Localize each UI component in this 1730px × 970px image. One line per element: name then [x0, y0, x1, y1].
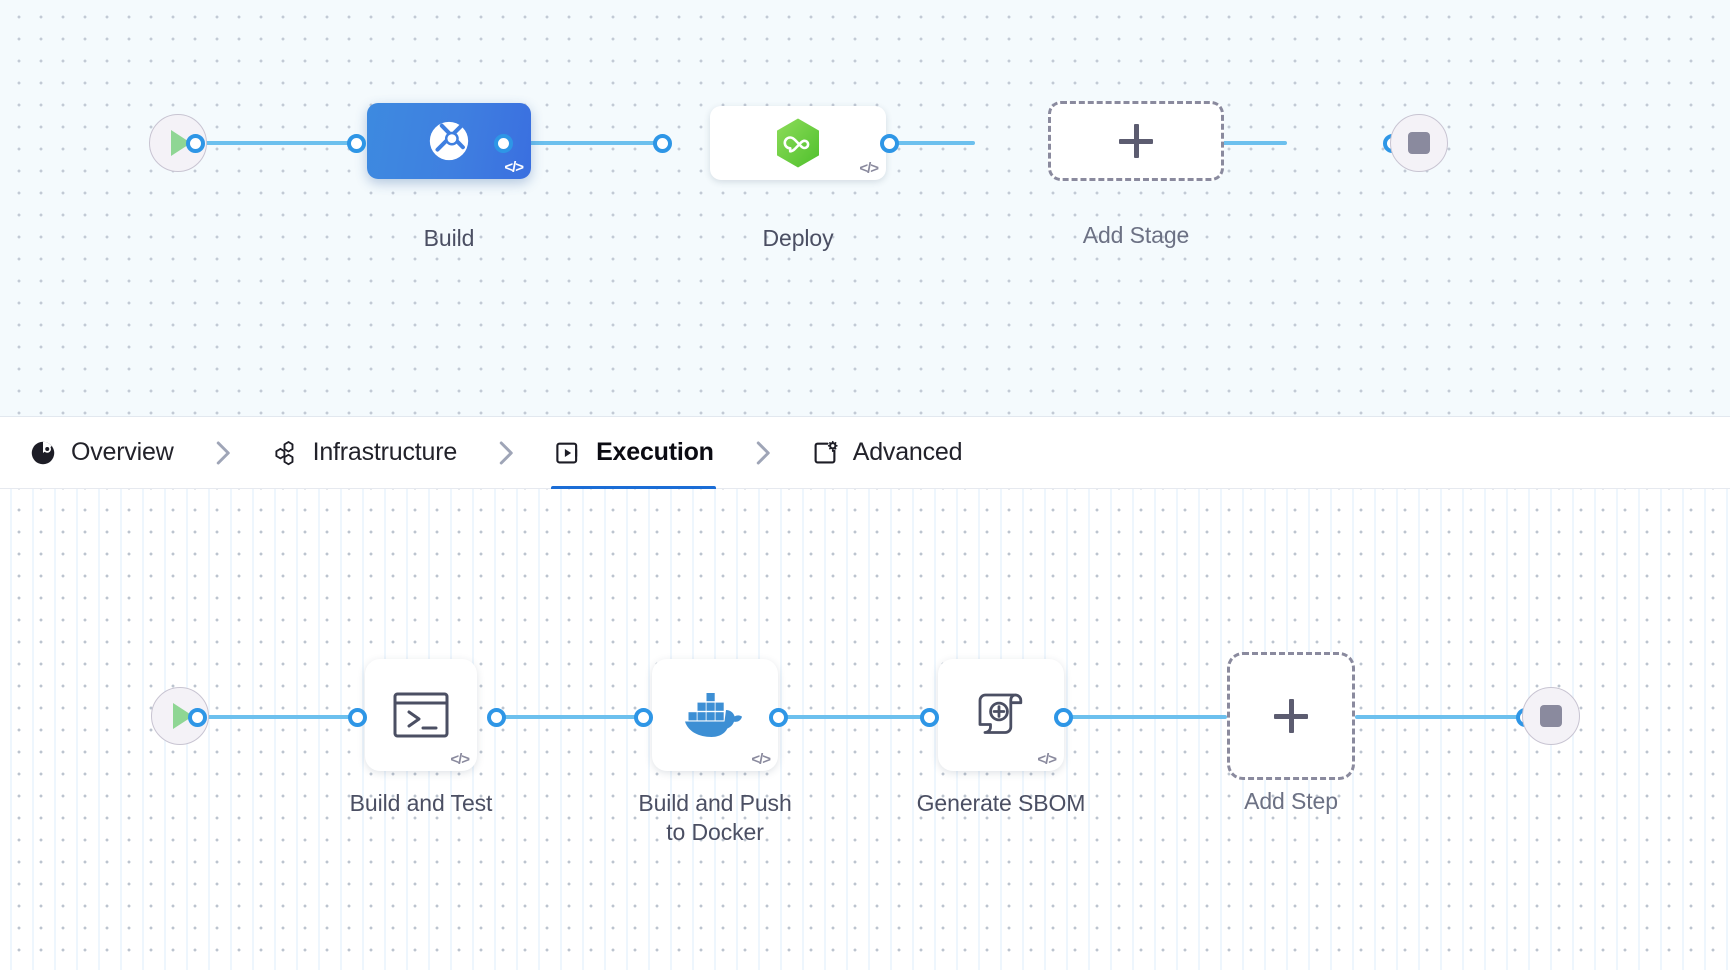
tab-label: Infrastructure — [312, 438, 458, 466]
play-icon — [173, 703, 193, 729]
play-icon — [171, 130, 191, 156]
add-stage-button[interactable] — [1048, 101, 1224, 181]
edge-sbom-to-add-step — [1057, 715, 1227, 719]
chevron-right-icon — [756, 441, 770, 464]
add-step-button[interactable] — [1227, 652, 1355, 780]
pipeline-start-node[interactable] — [149, 114, 207, 172]
chevron-right-icon — [216, 441, 230, 464]
port-start-out[interactable] — [186, 134, 205, 153]
step-card-generate-sbom[interactable]: </> — [938, 659, 1064, 771]
edge-start-to-build-and-test — [192, 715, 352, 719]
stage-config-tabbar[interactable]: Overview Infrastructure Execution Adva — [0, 417, 1730, 490]
stage-card-build[interactable]: </> — [367, 103, 531, 179]
edge-build-to-deploy — [497, 141, 657, 145]
port-sbom-in[interactable] — [920, 708, 939, 727]
step-label-build-and-test: Build and Test — [349, 790, 493, 816]
terminal-icon — [393, 692, 449, 738]
code-badge: </> — [1037, 751, 1057, 768]
chevron-right-icon — [499, 441, 513, 464]
pipeline-end-node[interactable] — [1390, 114, 1448, 172]
end-terminal-circle[interactable] — [1522, 687, 1580, 745]
add-step-node[interactable] — [1227, 652, 1355, 780]
plus-icon — [1274, 699, 1308, 733]
port-build-out[interactable] — [494, 134, 513, 153]
tab-execution[interactable]: Execution — [551, 417, 716, 490]
docker-icon — [685, 693, 742, 737]
port-build-and-test-in[interactable] — [348, 708, 367, 727]
step-card-build-and-push-to-docker[interactable]: </> — [652, 659, 778, 771]
step-card-build-and-test[interactable]: </> — [365, 659, 477, 771]
stage-node-build[interactable]: </> — [367, 103, 531, 179]
stop-icon — [1408, 132, 1430, 154]
edge-start-to-build — [190, 141, 350, 145]
edge-add-step-to-end — [1355, 715, 1520, 719]
edge-build-and-test-to-docker — [490, 715, 650, 719]
code-badge: </> — [450, 751, 470, 768]
stage-label-deploy: Deploy — [762, 225, 834, 251]
step-node-build-and-push-to-docker[interactable]: </> — [652, 659, 778, 771]
port-docker-out[interactable] — [769, 708, 788, 727]
port-docker-in[interactable] — [634, 708, 653, 727]
stage-card-deploy[interactable]: </> — [710, 106, 886, 180]
advanced-icon — [814, 440, 838, 463]
execution-graph-canvas[interactable]: </> Build and Test </> — [0, 489, 1730, 970]
code-badge: </> — [751, 751, 771, 768]
code-badge: </> — [859, 160, 879, 177]
tab-infrastructure[interactable]: Infrastructure — [268, 417, 459, 489]
plus-icon — [1119, 124, 1153, 158]
tab-label: Execution — [596, 438, 714, 466]
harness-cd-hexagon-infinity-icon — [777, 118, 819, 168]
execution-icon — [556, 442, 578, 463]
port-build-in[interactable] — [347, 134, 366, 153]
step-label-build-and-push-to-docker: Build and Push to Docker — [638, 790, 792, 846]
stage-graph-canvas[interactable]: </> Build </> Deploy Ad — [0, 0, 1730, 417]
sbom-scroll-icon — [978, 693, 1023, 734]
execution-end-node[interactable] — [1522, 687, 1580, 745]
step-node-build-and-test[interactable]: </> — [365, 659, 477, 771]
port-build-and-test-out[interactable] — [487, 708, 506, 727]
step-node-generate-sbom[interactable]: </> — [938, 659, 1064, 771]
harness-ci-icon — [429, 121, 469, 161]
tab-overview[interactable]: Overview — [26, 417, 176, 489]
end-terminal-circle[interactable] — [1390, 114, 1448, 172]
add-step-label: Add Step — [1244, 788, 1338, 814]
tab-label: Overview — [71, 438, 174, 466]
edge-docker-to-sbom — [772, 715, 942, 719]
infrastructure-icon — [275, 440, 294, 465]
port-deploy-in[interactable] — [653, 134, 672, 153]
add-stage-node[interactable] — [1048, 101, 1224, 181]
overview-icon — [31, 441, 55, 464]
tab-label: Advanced — [852, 438, 963, 466]
port-deploy-out[interactable] — [880, 134, 899, 153]
stage-label-build: Build — [423, 225, 475, 251]
stop-icon — [1540, 705, 1562, 727]
code-badge: </> — [504, 159, 524, 176]
step-label-generate-sbom: Generate SBOM — [916, 790, 1086, 816]
port-sbom-out[interactable] — [1054, 708, 1073, 727]
tab-advanced[interactable]: Advanced — [808, 417, 965, 489]
start-terminal-circle[interactable] — [149, 114, 207, 172]
add-stage-label: Add Stage — [1082, 222, 1190, 248]
stage-node-deploy[interactable]: </> — [710, 106, 886, 180]
port-exec-start-out[interactable] — [188, 708, 207, 727]
